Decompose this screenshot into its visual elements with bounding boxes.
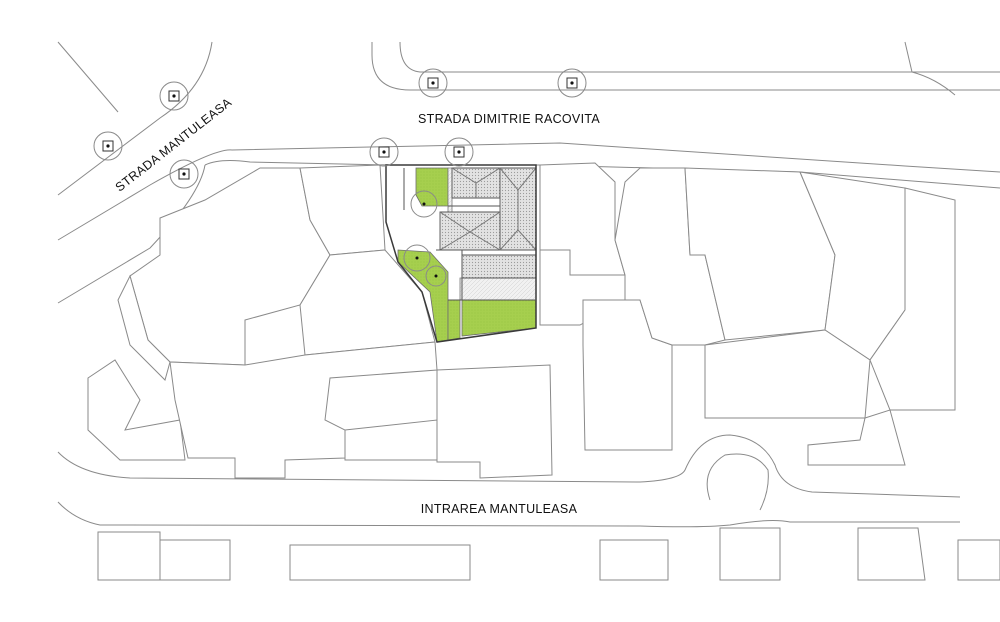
surrounding-buildings <box>87 162 1000 581</box>
garden-north <box>415 167 449 207</box>
north-curb-lines <box>371 41 1000 96</box>
tree-symbol-icon <box>418 68 448 98</box>
tree-symbol-icon <box>444 137 474 167</box>
street-label-strada-dimitrie-racovita: STRADA DIMITRIE RACOVITA <box>418 112 600 126</box>
tree-symbol-icon <box>93 131 123 161</box>
strada-mantuleasa-road <box>57 41 233 304</box>
intrarea-mantuleasa-road <box>57 434 961 528</box>
street-trees <box>93 68 587 189</box>
courtyard-paving-south <box>459 277 537 301</box>
site-trees <box>403 190 447 287</box>
tree-symbol-icon <box>159 81 189 111</box>
tree-canopy-icon <box>403 244 431 272</box>
tree-symbol-icon <box>557 68 587 98</box>
project-site <box>385 164 537 343</box>
street-label-intrarea-mantuleasa: INTRAREA MANTULEASA <box>421 502 578 516</box>
courtyard-paving <box>447 167 453 213</box>
garden-south <box>461 299 537 337</box>
tree-canopy-icon <box>425 265 447 287</box>
tree-canopy-icon <box>410 190 438 218</box>
site-plot-boundary <box>385 164 537 343</box>
tree-symbol-icon <box>169 159 199 189</box>
garden-strip <box>447 299 461 341</box>
tree-symbol-icon <box>369 137 399 167</box>
roof-south <box>461 254 537 279</box>
